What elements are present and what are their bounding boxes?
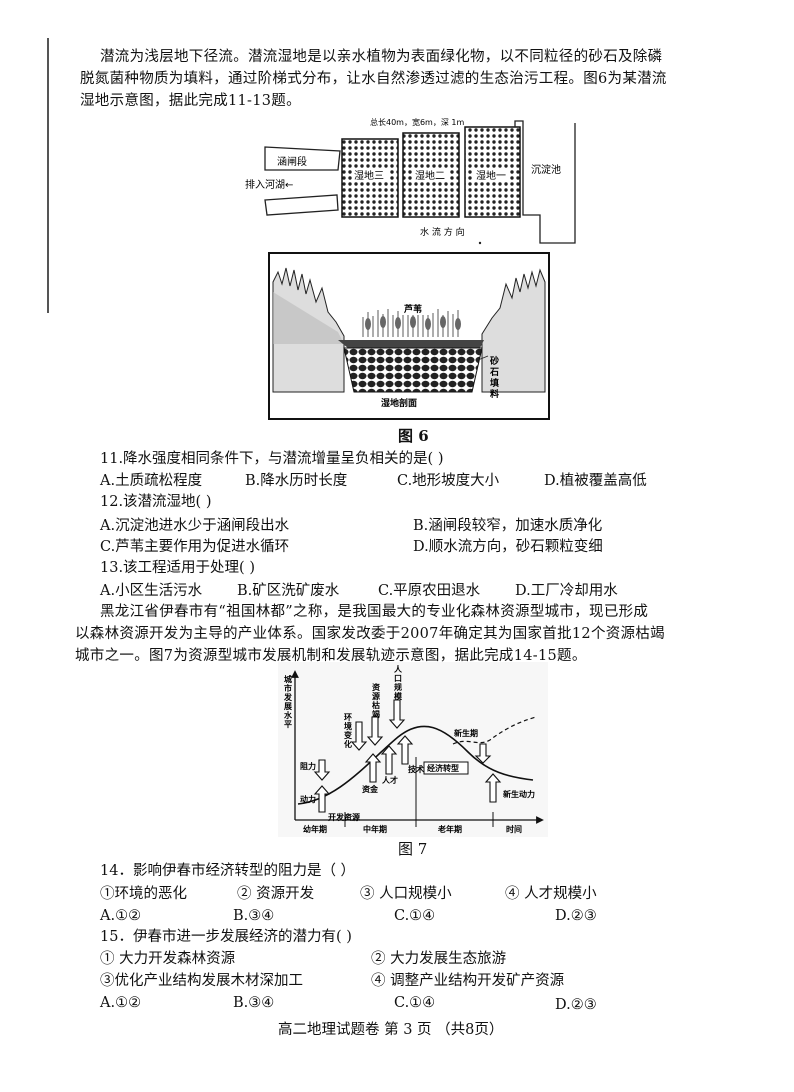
q11-stem: 11.降水强度相同条件下，与潜流增量呈负相关的是( ) (100, 451, 444, 467)
talent-label: 人才 (382, 775, 398, 785)
environment-arrow (350, 721, 368, 751)
q13-option-c: C.平原农田退水 (378, 583, 481, 599)
q14-item-1: ①环境的恶化 (100, 886, 187, 902)
figure-6-plan: 总长40m，宽6m，深 1m 涵闸段 排入河湖← 湿地三 湿地二 湿地一 沉淀池… (245, 117, 576, 245)
q15-option-a: A.①② (100, 995, 142, 1011)
lower-channel (264, 194, 339, 216)
figure-6-section: 芦苇 湿地剖面 砂石填料 (268, 252, 550, 420)
q12-option-d: D.顺水流方向，砂石颗粒变细 (413, 539, 603, 555)
transform-box (423, 761, 469, 775)
resistance-label: 阻力 (300, 761, 316, 771)
q15-option-b: B.③④ (233, 995, 275, 1011)
q13-option-d: D.工厂冷却用水 (515, 583, 618, 599)
wetland-3-label: 湿地三 (354, 169, 384, 182)
reed-label: 芦苇 (404, 303, 422, 315)
q14-item-4: ④ 人才规模小 (505, 886, 597, 902)
q13-option-a: A.小区生活污水 (100, 583, 203, 599)
outlet-label: 排入河湖← (245, 178, 293, 191)
q15-item-4: ④ 调整产业结构开发矿产资源 (371, 973, 565, 989)
q14-option-b: B.③④ (233, 908, 275, 924)
intro2-line-1: 黑龙江省伊春市有“祖国林都”之称，是我国最大的专业化森林资源型城市，现已形成 (100, 604, 649, 620)
middle-label: 中年期 (363, 824, 387, 834)
q15-item-2: ② 大力发展生态旅游 (371, 951, 507, 967)
y-axis-label: 城市发展水平 (283, 674, 293, 729)
q12-stem: 12.该潜流湿地( ) (100, 494, 212, 510)
intro-line-2: 脱氮菌种物质为填料，通过阶梯式分布，让水自然渗透过滤的生态治污工程。图6为某潜流 (80, 71, 667, 87)
population-label: 人口规模 (394, 664, 403, 701)
funds-arrow (364, 753, 382, 783)
new-power-label: 新生动力 (503, 789, 535, 799)
resistance-arrow (313, 759, 331, 781)
q15-option-d: D.②③ (555, 997, 597, 1013)
wetland-1-label: 湿地一 (476, 169, 506, 182)
q14-item-2: ② 资源开发 (237, 886, 315, 902)
q14-item-3: ③ 人口规模小 (360, 886, 452, 902)
intro-line-3: 湿地示意图，据此完成11-13题。 (80, 93, 301, 109)
transform-label: 经济转型 (427, 763, 459, 773)
q11-option-b: B.降水历时长度 (245, 473, 348, 489)
figure-7-caption: 图 7 (398, 840, 428, 858)
q15-stem: 15．伊春市进一步发展经济的潜力有( ) (100, 929, 352, 945)
gravel-label: 砂石填料 (489, 355, 499, 400)
q15-item-3: ③优化产业结构发展木材深加工 (100, 973, 303, 989)
culvert-label: 涵闸段 (277, 155, 307, 168)
funds-label: 资金 (362, 784, 379, 794)
new-power-arrow (484, 773, 502, 803)
new-period-curve (452, 716, 537, 745)
old-label: 老年期 (437, 824, 462, 834)
environment-label: 环境变化 (344, 713, 352, 749)
q13-option-b: B.矿区洗矿废水 (237, 583, 340, 599)
population-arrow (388, 699, 406, 729)
figure-7-chart: 城市发展水平 幼年期 中年期 老年期 时间 阻力 动力 开发资源 环境变化 资源… (278, 662, 548, 837)
sedimentation-label: 沉淀池 (531, 163, 561, 176)
margin-line (47, 38, 49, 313)
q11-option-a: A.土质疏松程度 (100, 473, 203, 489)
q13-stem: 13.该工程适用于处理( ) (100, 560, 255, 576)
sedimentation-tank (522, 123, 576, 244)
development-curve (297, 725, 534, 805)
flow-direction-label: 水 流 方 向 (420, 226, 465, 238)
new-period-label: 新生期 (454, 728, 478, 738)
wetland-2-label: 湿地二 (415, 169, 445, 182)
q11-option-c: C.地形坡度大小 (397, 473, 500, 489)
page-footer: 高二地理试题卷 第 3 页 （共8页） (278, 1022, 504, 1038)
youth-label: 幼年期 (303, 824, 327, 834)
q14-option-d: D.②③ (555, 908, 597, 924)
intro-line-1: 潜流为浅层地下径流。潜流湿地是以亲水植物为表面绿化物，以不同粒径的砂石及除磷 (100, 49, 663, 65)
culvert-box (264, 146, 341, 171)
q12-option-c: C.芦苇主要作用为促进水循环 (100, 539, 290, 555)
tech-label: 技术 (408, 764, 424, 774)
develop-label: 开发资源 (328, 812, 360, 822)
new-resistance-arrow (474, 743, 492, 764)
q12-option-b: B.涵闸段较窄，加速水质净化 (413, 518, 603, 534)
depletion-label: 资源枯竭 (372, 682, 380, 719)
power-label: 动力 (300, 794, 316, 804)
talent-arrow (380, 745, 398, 775)
intro2-line-3: 城市之一。图7为资源型城市发展机制和发展轨迹示意图，据此完成14-15题。 (75, 648, 587, 664)
figure-6-caption: 图 6 (398, 427, 429, 445)
q11-option-d: D.植被覆盖高低 (544, 473, 647, 489)
q12-option-a: A.沉淀池进水少于涵闸段出水 (100, 518, 290, 534)
intro2-line-2: 以森林资源开发为主导的产业体系。国家发改委于2007年确定其为国家首批12个资源… (75, 626, 665, 642)
q14-stem: 14．影响伊春市经济转型的阻力是（ ） (100, 863, 356, 879)
q15-option-c: C.①④ (394, 995, 436, 1011)
q14-option-a: A.①② (100, 908, 142, 924)
time-label: 时间 (506, 824, 522, 834)
depletion-arrow (366, 716, 384, 746)
q15-item-1: ① 大力开发森林资源 (100, 951, 236, 967)
q14-option-c: C.①④ (394, 908, 436, 924)
dims-label: 总长40m，宽6m，深 1m (370, 117, 464, 127)
section-label: 湿地剖面 (381, 397, 417, 409)
tech-arrow (396, 735, 414, 765)
power-arrow (313, 785, 331, 813)
